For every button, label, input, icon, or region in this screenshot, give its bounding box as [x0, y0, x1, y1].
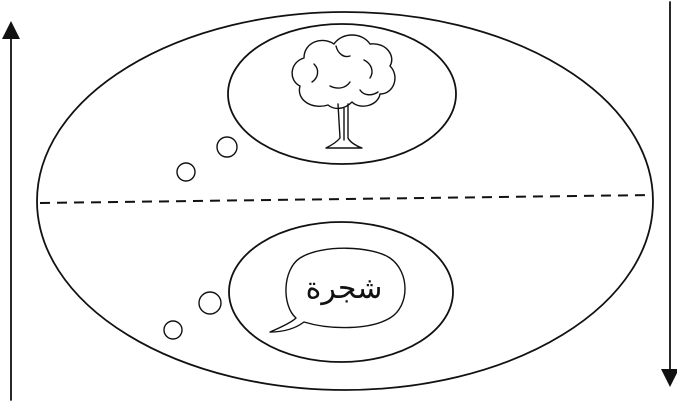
upper-inner-ellipse — [228, 24, 456, 164]
speech-word: شجرة — [306, 271, 383, 306]
thought-bubble-icon — [177, 137, 237, 181]
tree-icon — [292, 35, 395, 148]
dashed-divider — [40, 195, 652, 203]
speech-bubble-icon: شجرة — [270, 248, 405, 332]
thought-bubble-icon-lower — [164, 292, 221, 339]
